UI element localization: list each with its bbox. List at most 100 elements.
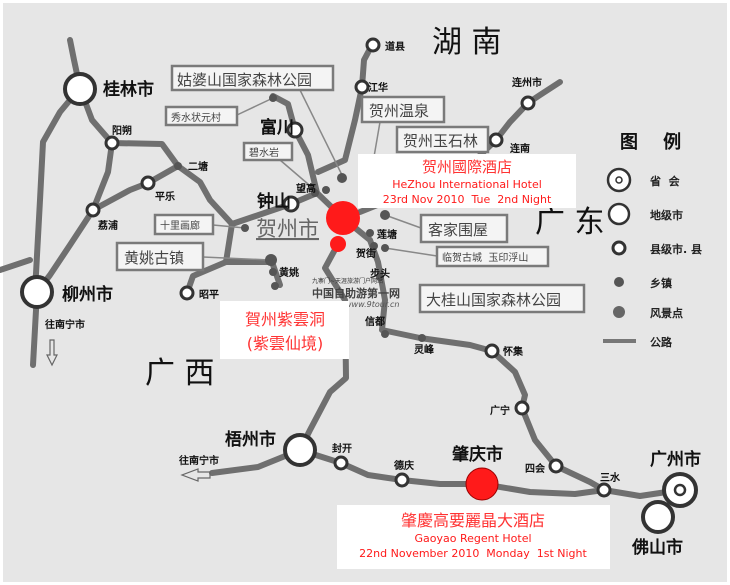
road [90, 163, 181, 213]
city-label: 梧州市 [225, 429, 276, 450]
scenic-spot-icon [613, 306, 625, 318]
svg-text:九寨门~天涯旅游门户网站: 九寨门~天涯旅游门户网站 [312, 277, 383, 285]
township-icon [366, 229, 374, 237]
city-label: 广州市 [650, 449, 701, 470]
town-label: 二塘 [188, 160, 208, 173]
town-label: 富川 [260, 117, 294, 138]
attraction-label: 黄姚古镇 [124, 249, 184, 267]
town-label: 往南宁市 [179, 454, 219, 467]
svg-text:省 会: 省 会 [649, 174, 681, 188]
town-label: 四会 [525, 462, 545, 475]
county-icon [140, 175, 156, 191]
hotel-marker-hezhou [326, 201, 360, 235]
town-label: 封开 [332, 442, 352, 455]
attraction-label: 姑婆山国家森林公园 [177, 71, 312, 89]
city-label: 桂林市 [102, 79, 154, 100]
township-icon [418, 334, 426, 342]
road [340, 215, 683, 499]
township-icon [174, 162, 182, 170]
town-label: 怀集 [503, 345, 524, 358]
scenic-spot-icon [271, 282, 279, 290]
legend-title: 图 例 [620, 131, 681, 153]
attraction-label: 贺州温泉 [369, 102, 429, 120]
town-label: 广宁 [490, 404, 510, 417]
prefecture-city-icon [607, 202, 631, 226]
prefecture-city-icon [20, 275, 54, 309]
county-icon [548, 458, 564, 474]
legend: 图 例 省 会 地级市 县级市. 县 乡镇 风景点 公路 [603, 131, 702, 349]
svg-text:中国自助游第一网: 中国自助游第一网 [312, 286, 400, 300]
svg-text:县级市. 县: 县级市. 县 [650, 242, 702, 256]
county-icon [520, 95, 536, 111]
watermark: 九寨门~天涯旅游门户网站 中国自助游第一网 www.9tour.cn [312, 277, 400, 309]
town-label: 往南宁市 [45, 318, 85, 331]
town-label: 平乐 [155, 190, 175, 203]
town-label: 昭平 [199, 289, 219, 301]
svg-text:公路: 公路 [650, 335, 673, 349]
scenic-spot-icon [241, 224, 249, 232]
town-label: 道县 [385, 40, 405, 53]
svg-text:乡镇: 乡镇 [650, 276, 672, 290]
town-label: 三水 [600, 471, 621, 484]
hotel-label-gaoyao: 肇慶高要麗晶大酒店 Gaoyao Regent Hotel 22nd Novem… [337, 505, 610, 569]
county-icon [394, 472, 410, 488]
svg-text:23rd Nov 2010 Tue 2nd Night: 23rd Nov 2010 Tue 2nd Night [383, 193, 552, 206]
township-icon [370, 242, 378, 250]
county-icon [365, 37, 381, 53]
svg-text:22nd November 2010 Monday 1s: 22nd November 2010 Monday 1st Night [359, 547, 587, 560]
hotel-marker-gaoyao [465, 467, 499, 501]
town-label: 步头 [370, 267, 390, 280]
attraction-label: 秀水状元村 [171, 111, 221, 124]
svg-text:地级市: 地级市 [650, 208, 683, 222]
prefecture-city-icon [63, 72, 97, 106]
scenic-spot-icon [269, 94, 277, 102]
svg-text:賀州紫雲洞: 賀州紫雲洞 [245, 310, 325, 329]
hotel-label-ziyun: 賀州紫雲洞 (紫雲仙境) [220, 301, 349, 359]
county-icon [488, 132, 504, 148]
svg-text:(紫雲仙境): (紫雲仙境) [247, 334, 324, 353]
prefecture-city-icon [641, 500, 675, 534]
town-label: 阳朔 [112, 124, 132, 137]
town-label: 连南 [510, 142, 530, 155]
province-label-hunan: 湖 南 [432, 25, 502, 60]
road [315, 42, 375, 175]
attraction-label: 客家围屋 [428, 221, 488, 239]
town-label: 钟山 [257, 191, 291, 212]
road [109, 140, 346, 227]
county-icon [286, 121, 304, 139]
svg-text:肇慶高要麗晶大酒店: 肇慶高要麗晶大酒店 [401, 511, 545, 530]
scenic-spot-icon [337, 173, 347, 183]
county-icon [282, 195, 300, 213]
prefecture-city-icon [283, 433, 317, 467]
county-icon [333, 455, 349, 471]
town-label: 莲塘 [377, 228, 397, 241]
town-label: 荔浦 [97, 219, 118, 232]
city-label: 佛山市 [631, 537, 683, 558]
town-label: 德庆 [393, 459, 414, 472]
county-icon [514, 400, 530, 416]
city-label: 肇庆市 [452, 444, 503, 465]
svg-text:HeZhou International Hotel: HeZhou International Hotel [392, 178, 542, 191]
hotel-label-hezhou: 贺州國際酒店 HeZhou International Hotel 23rd N… [358, 154, 576, 208]
town-label: 江华 [368, 81, 388, 94]
road [297, 241, 349, 453]
town-label: 信都 [365, 315, 385, 328]
township-icon [614, 277, 624, 287]
town-label: 连州市 [512, 76, 542, 89]
county-icon [354, 79, 370, 95]
road [297, 447, 607, 497]
svg-text:风景点: 风景点 [650, 306, 683, 320]
city-label: 柳州市 [62, 284, 113, 305]
city-label: 贺州市 [256, 217, 319, 241]
svg-text:贺州國際酒店: 贺州國際酒店 [422, 158, 512, 176]
scenic-spot-icon [265, 254, 277, 266]
hotel-marker-ziyun [330, 236, 346, 252]
county-icon [85, 202, 101, 218]
county-icon [596, 482, 612, 498]
svg-text:www.9tour.cn: www.9tour.cn [345, 300, 399, 309]
township-icon [311, 189, 319, 197]
town-label: 黄姚 [279, 266, 299, 279]
road [0, 257, 33, 273]
township-icon [376, 273, 384, 281]
